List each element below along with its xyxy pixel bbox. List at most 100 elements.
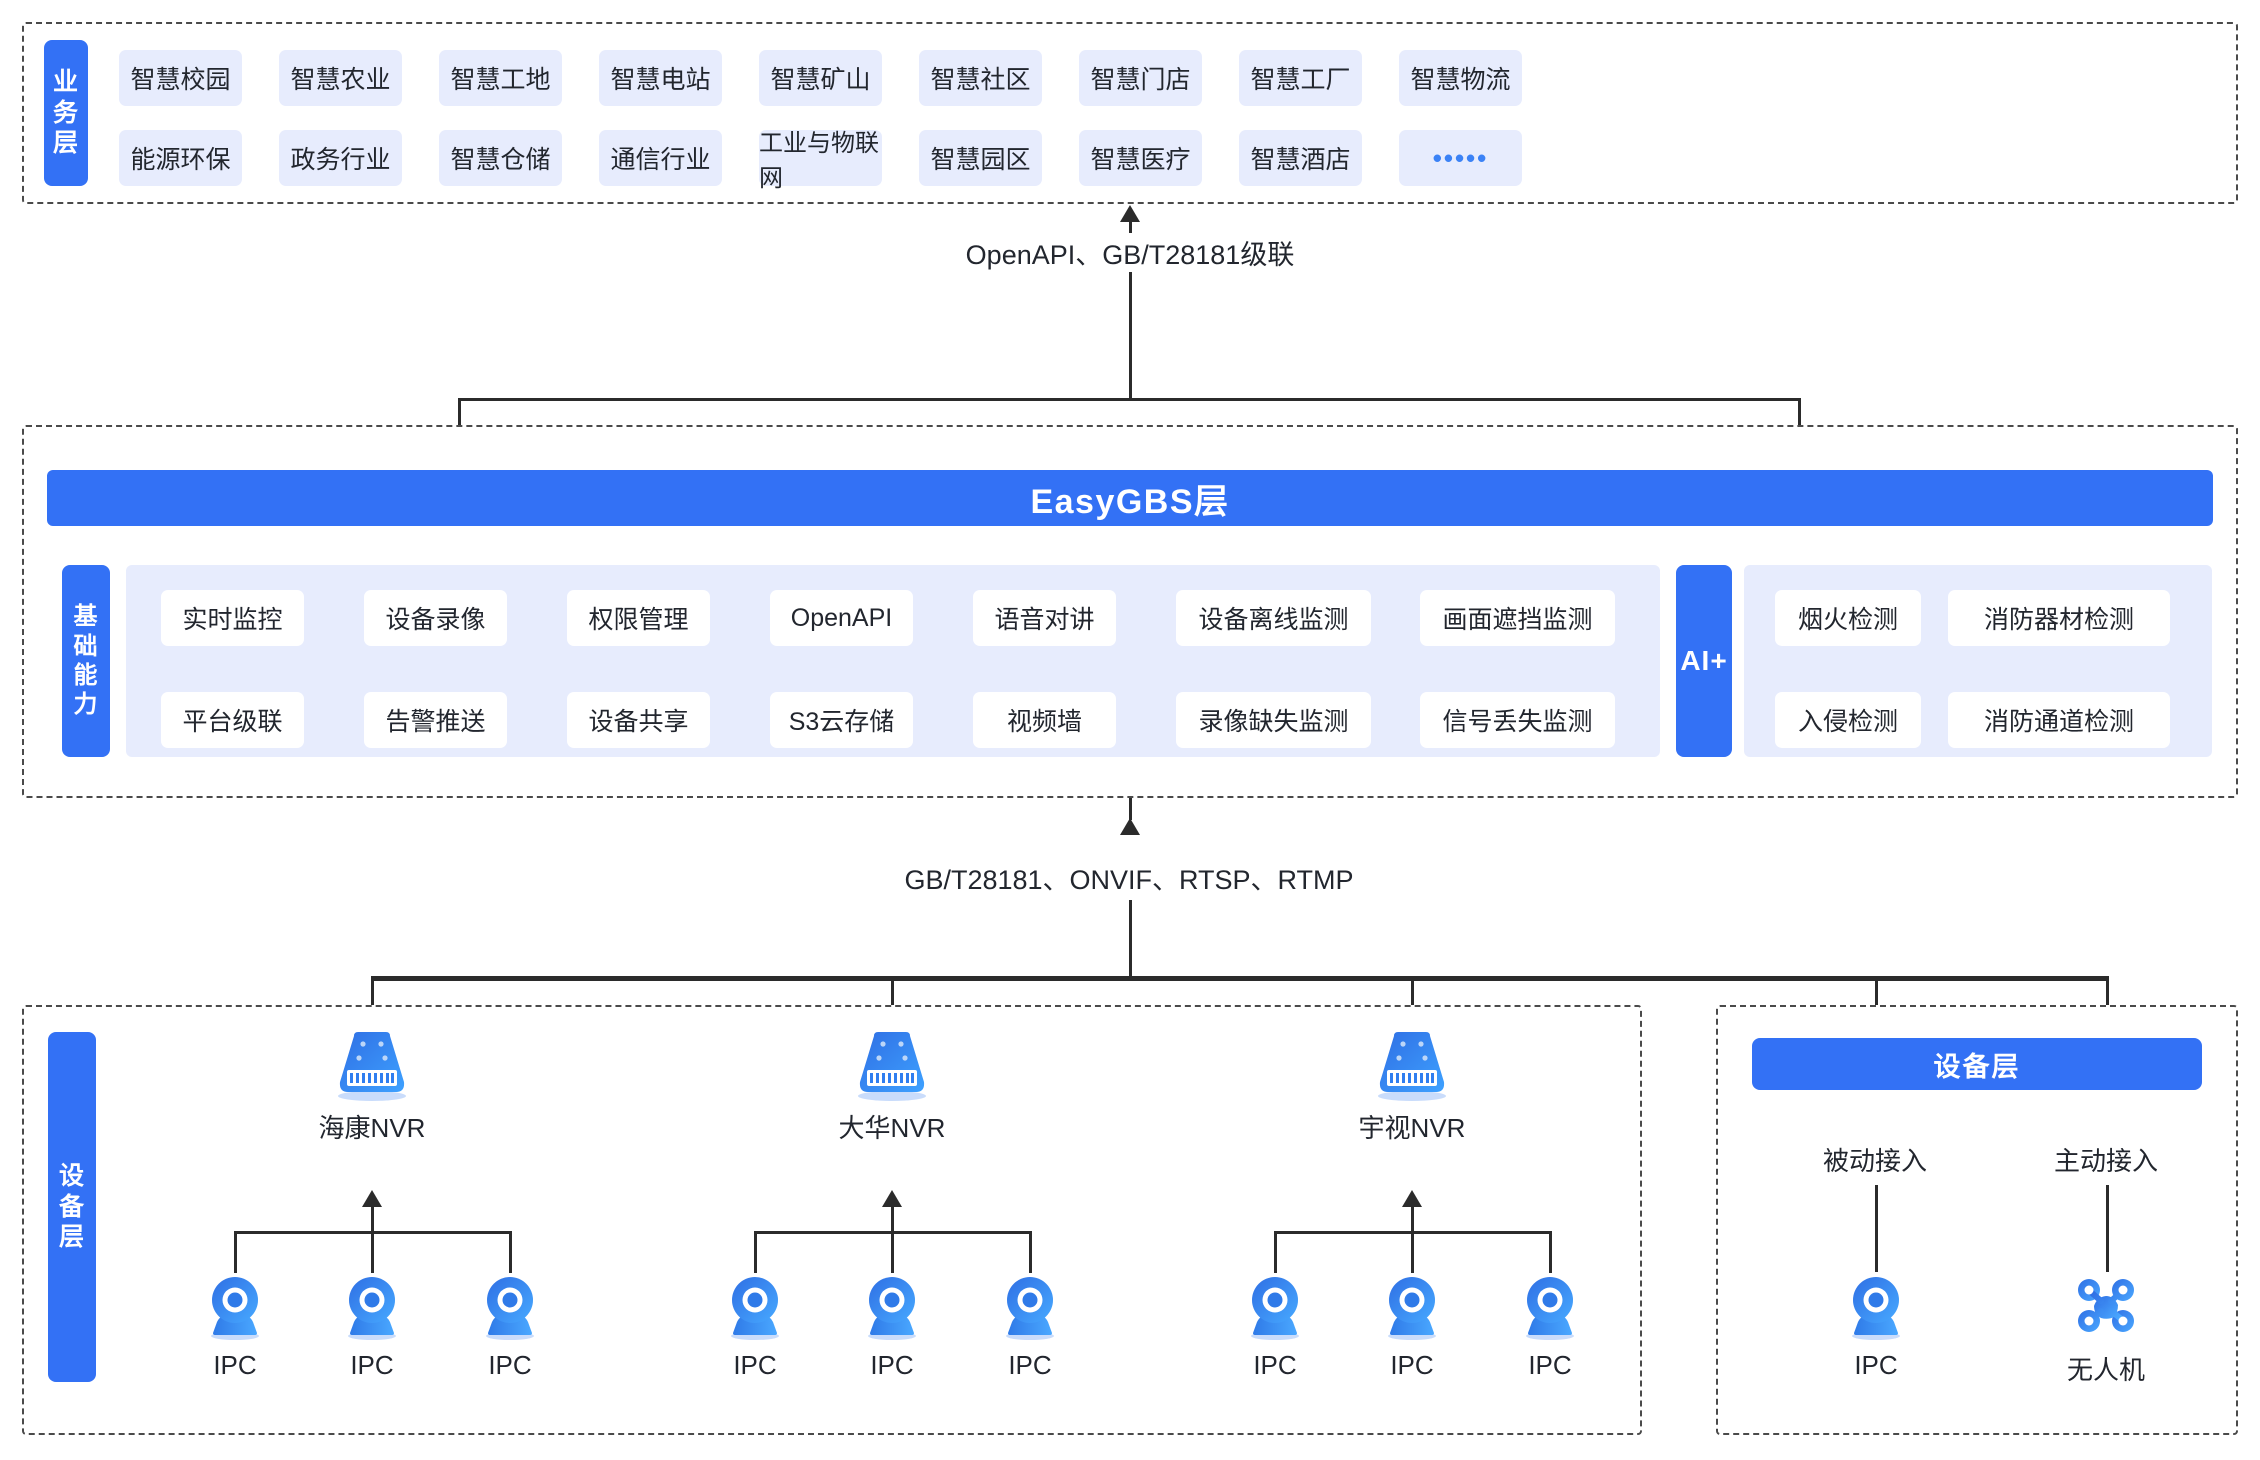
access-label-passive: 被动接入 — [1803, 1141, 1947, 1178]
camera-label: IPC — [350, 1350, 394, 1380]
connector-bottom-stem-lower — [1129, 900, 1132, 978]
business-chip[interactable]: 工业与物联网 — [759, 130, 882, 192]
nvr-label: 大华NVR — [838, 1113, 946, 1143]
nvr-label: 海康NVR — [318, 1113, 426, 1143]
camera-label: IPC — [1390, 1350, 1434, 1380]
capability-cell[interactable]: S3云存储 — [770, 692, 913, 748]
side-label-char: 能 — [73, 662, 99, 689]
nvr3-uplink-stem — [1411, 1207, 1414, 1233]
business-chip[interactable]: 智慧电站 — [599, 50, 722, 106]
camera-icon — [469, 1272, 551, 1344]
camera-icon — [331, 1272, 413, 1344]
nvr2-cam-drop-1 — [754, 1231, 757, 1273]
connector-top-bus — [458, 398, 1801, 401]
camera-node[interactable]: IPC — [714, 1272, 796, 1381]
camera-node[interactable]: IPC — [1835, 1272, 1917, 1381]
drone-icon — [2058, 1272, 2154, 1344]
camera-node[interactable]: IPC — [194, 1272, 276, 1381]
camera-label: IPC — [1008, 1350, 1052, 1380]
ai-capability-cell[interactable]: 入侵检测 — [1775, 692, 1921, 748]
capability-cell[interactable]: 告警推送 — [364, 692, 507, 748]
nvr3-cam-drop-2 — [1411, 1231, 1414, 1273]
side-label-char: 基 — [73, 603, 99, 631]
connector-bottom-stem — [1129, 798, 1132, 820]
business-chip[interactable]: 智慧社区 — [919, 50, 1042, 106]
capability-cell[interactable]: 画面遮挡监测 — [1420, 590, 1615, 646]
nvr3-uplink-arrow-icon — [1402, 1190, 1422, 1207]
capability-cell[interactable]: 设备离线监测 — [1176, 590, 1371, 646]
side-label-char: 层 — [58, 1223, 85, 1252]
camera-node[interactable]: IPC — [1234, 1272, 1316, 1381]
nvr2-cam-drop-3 — [1029, 1231, 1032, 1273]
capability-cell[interactable]: 视频墙 — [973, 692, 1116, 748]
business-chip[interactable]: 智慧医疗 — [1079, 130, 1202, 186]
camera-node[interactable]: IPC — [469, 1272, 551, 1381]
side-label-char: 设 — [58, 1162, 85, 1191]
nvr-node[interactable]: 海康NVR — [311, 1030, 433, 1145]
business-chip[interactable]: 政务行业 — [279, 130, 402, 186]
business-chip[interactable]: 能源环保 — [119, 130, 242, 186]
business-chip[interactable]: 智慧农业 — [279, 50, 402, 106]
side-label-char: 备 — [58, 1192, 85, 1221]
business-chip[interactable]: 智慧园区 — [919, 130, 1042, 186]
business-chip[interactable]: 智慧校园 — [119, 50, 242, 106]
nvr-icon — [311, 1030, 433, 1102]
ai-capability-cell[interactable]: 烟火检测 — [1775, 590, 1921, 646]
camera-label: IPC — [733, 1350, 777, 1380]
drone-label: 无人机 — [2066, 1355, 2145, 1385]
connector-bottom-arrow-icon — [1120, 818, 1140, 835]
capability-cell[interactable]: 信号丢失监测 — [1420, 692, 1615, 748]
business-chip[interactable]: 智慧工地 — [439, 50, 562, 106]
business-chip[interactable]: 智慧矿山 — [759, 50, 882, 106]
nvr-node[interactable]: 宇视NVR — [1351, 1030, 1473, 1145]
capability-cell[interactable]: 实时监控 — [161, 590, 304, 646]
capability-cell[interactable]: OpenAPI — [770, 590, 913, 646]
connector-top-stem-lower — [1129, 290, 1132, 400]
capability-cell[interactable]: 设备录像 — [364, 590, 507, 646]
device-layer-left-container — [22, 1005, 1642, 1435]
nvr2-uplink-arrow-icon — [882, 1190, 902, 1207]
camera-node[interactable]: IPC — [851, 1272, 933, 1381]
business-chip[interactable]: 智慧仓储 — [439, 130, 562, 186]
camera-label: IPC — [488, 1350, 532, 1380]
camera-label: IPC — [1854, 1350, 1898, 1380]
ai-capability-cell[interactable]: 消防器材检测 — [1948, 590, 2170, 646]
side-label-char: 务 — [52, 98, 79, 127]
camera-icon — [989, 1272, 1071, 1344]
camera-node[interactable]: IPC — [1371, 1272, 1453, 1381]
nvr1-uplink-arrow-icon — [362, 1190, 382, 1207]
nvr-label: 宇视NVR — [1358, 1113, 1466, 1143]
side-label-char: 层 — [52, 129, 79, 158]
camera-icon — [714, 1272, 796, 1344]
camera-icon — [851, 1272, 933, 1344]
capability-cell[interactable]: 录像缺失监测 — [1176, 692, 1371, 748]
platform-layer-side-label: 基 础 能 力 — [62, 565, 110, 757]
business-chip[interactable]: 智慧工厂 — [1239, 50, 1362, 106]
connector-top-arrow-icon — [1120, 205, 1140, 222]
ai-capability-cell[interactable]: 消防通道检测 — [1948, 692, 2170, 748]
camera-node[interactable]: IPC — [1509, 1272, 1591, 1381]
nvr1-uplink-stem — [371, 1207, 374, 1233]
capability-cell[interactable]: 设备共享 — [567, 692, 710, 748]
nvr-node[interactable]: 大华NVR — [831, 1030, 953, 1145]
camera-node[interactable]: IPC — [989, 1272, 1071, 1381]
side-label-char: 力 — [73, 691, 99, 719]
camera-label: IPC — [870, 1350, 914, 1380]
business-chip[interactable]: 智慧门店 — [1079, 50, 1202, 106]
side-label-char: 业 — [52, 68, 79, 97]
camera-icon — [194, 1272, 276, 1344]
capability-cell[interactable]: 平台级联 — [161, 692, 304, 748]
connector-bottom-label: GB/T28181、ONVIF、RTSP、RTMP — [879, 858, 1379, 897]
business-chip[interactable]: 智慧酒店 — [1239, 130, 1362, 186]
camera-node[interactable]: IPC — [331, 1272, 413, 1381]
business-chip[interactable]: 智慧物流 — [1399, 50, 1522, 106]
capability-cell[interactable]: 权限管理 — [567, 590, 710, 646]
connector-top-label: OpenAPI、GB/T28181级联 — [930, 233, 1330, 272]
access-label-active: 主动接入 — [2034, 1141, 2178, 1178]
ai-plus-side-label: AI+ — [1676, 565, 1732, 757]
capability-cell[interactable]: 语音对讲 — [973, 590, 1116, 646]
business-chip-more[interactable]: ••••• — [1399, 130, 1522, 186]
business-layer-side-label: 业 务 层 — [44, 40, 88, 186]
drone-node[interactable]: 无人机 — [2058, 1272, 2154, 1387]
business-chip[interactable]: 通信行业 — [599, 130, 722, 186]
